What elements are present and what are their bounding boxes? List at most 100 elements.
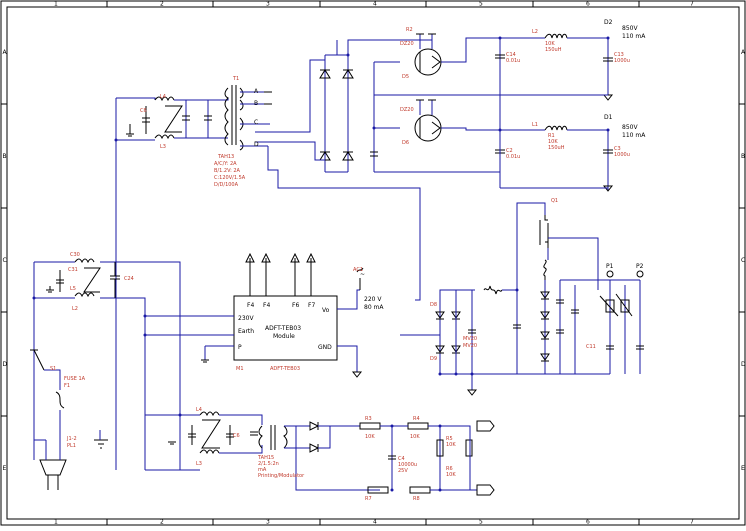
hv1-voltage: 850V — [622, 25, 638, 32]
r4-ref: R4 — [413, 416, 420, 422]
l2b-ref: L2 — [72, 306, 78, 312]
adft-pin-f7: F7 — [308, 302, 315, 309]
plug-ref: J1-2 — [66, 436, 77, 442]
t1-pin-b: B — [254, 100, 258, 107]
c14-ref: C14 — [506, 52, 516, 58]
c4-ref: C4 — [398, 456, 405, 462]
r4-val: 10K — [410, 434, 420, 440]
test-point-2-icon[interactable] — [636, 270, 644, 278]
col-label-4: 4 — [373, 1, 377, 8]
q1-ref: Q1 — [551, 198, 558, 204]
adft-pin-gnd: GND — [318, 344, 332, 351]
junction-dots — [32, 36, 610, 492]
r2-val: 10K — [545, 41, 555, 47]
lower-supply — [145, 411, 495, 496]
c24-ref: C24 — [124, 276, 134, 282]
row-label-e: E — [3, 465, 7, 472]
c31-ref: C31 — [68, 267, 78, 273]
t1-pin-a: A — [254, 88, 259, 95]
c11-ref: C11 — [586, 344, 596, 350]
d8-ref: D8 — [430, 302, 437, 308]
col-label-5-bottom: 5 — [479, 519, 483, 526]
c2-ref: C2 — [506, 148, 513, 154]
hv2-current: 110 mA — [622, 132, 646, 139]
t2-l-label: L4 — [196, 407, 202, 413]
tp1-ref: P1 — [606, 263, 614, 270]
tube-lower-icon — [414, 114, 442, 142]
d-mid-ref: D6 — [402, 140, 409, 146]
col-label-2: 2 — [160, 1, 164, 8]
adft-ref-2: ADFT-TEB03 — [270, 366, 300, 372]
r5-val: 10K — [446, 442, 456, 448]
c4-val: 10000u — [398, 462, 417, 468]
adft-pin-earth: Earth — [238, 328, 254, 335]
t2-l3-label: L3 — [196, 461, 202, 467]
col-label-1-bottom: 1 — [54, 519, 58, 526]
d-mod-1: MV20 — [463, 336, 477, 342]
hv2-ref: D1 — [604, 114, 613, 121]
c30-ref: C30 — [70, 252, 80, 258]
r1-val: 10K — [548, 139, 558, 145]
adft-pin-p: P — [238, 344, 242, 351]
l5-ref: L5 — [70, 286, 76, 292]
col-label-1: 1 — [54, 1, 58, 8]
c6-ref: C6 — [140, 108, 147, 114]
t2-c-label: C6 — [233, 433, 240, 439]
adft-module — [145, 252, 364, 378]
col-label-3: 3 — [266, 1, 270, 8]
t1-desc-2: A/C/Y: 2A — [214, 161, 237, 167]
d9-ref: D9 — [430, 356, 437, 362]
tube-upper-icon — [414, 48, 442, 76]
test-point-1-icon[interactable] — [606, 270, 614, 278]
row-label-d-right: D — [741, 361, 746, 368]
r8-ref: R8 — [413, 496, 420, 502]
c13-ref: C13 — [614, 52, 624, 58]
r3-ref: R3 — [365, 416, 372, 422]
row-label-c-right: C — [741, 257, 745, 264]
col-label-7-bottom: 7 — [690, 519, 694, 526]
fuse-ref: F1 — [64, 383, 70, 389]
adft-pin-f6: F6 — [292, 302, 299, 309]
col-label-7: 7 — [690, 1, 694, 8]
l1-ref: L1 — [532, 122, 538, 128]
inner-frame — [6, 6, 740, 520]
t2-desc-1: TAH15 — [257, 455, 274, 461]
l1-val: 150uH — [548, 145, 565, 151]
hv1-current: 110 mA — [622, 33, 646, 40]
t1-label: T1 — [232, 76, 239, 82]
transformer-t1 — [115, 59, 421, 470]
c2-val: 0.01u — [506, 154, 520, 160]
ac1-symbol: ~ — [360, 271, 365, 278]
adft-pin-f4: F4 — [247, 302, 254, 309]
d-top-ref: D5 — [402, 74, 409, 80]
row-label-e-right: E — [741, 465, 745, 472]
d-top-label: DZ20 — [400, 41, 414, 47]
adft-out-current: 80 mA — [364, 304, 384, 311]
fuse-name: FUSE 1A — [64, 376, 86, 382]
t2-desc-3: mA — [258, 467, 267, 473]
t2-desc-2: 2/1.5:2n — [258, 461, 279, 467]
t1-desc-1: TAH13 — [217, 154, 234, 160]
r6-ref: R6 — [446, 466, 453, 472]
l3-ref: L3 — [160, 144, 166, 150]
r6-val: 10K — [446, 472, 456, 478]
col-label-3-bottom: 3 — [266, 519, 270, 526]
t1-pin-c: C — [254, 119, 258, 126]
c14-val: 0.01u — [506, 58, 520, 64]
r2-ref: R2 — [406, 27, 413, 33]
c13-val: 1000u — [614, 58, 630, 64]
row-label-d: D — [3, 361, 8, 368]
adft-pin-230v: 230V — [238, 315, 254, 322]
adft-out-voltage: 220 V — [364, 296, 382, 303]
row-label-a-right: A — [741, 49, 746, 56]
hv-upper-section — [319, 33, 614, 192]
mains-input — [30, 258, 181, 490]
col-label-2-bottom: 2 — [160, 519, 164, 526]
adft-ref: M1 — [236, 366, 244, 372]
c3-ref: C3 — [614, 146, 621, 152]
col-label-5: 5 — [479, 1, 483, 8]
d-mid-label: DZ20 — [400, 107, 414, 113]
